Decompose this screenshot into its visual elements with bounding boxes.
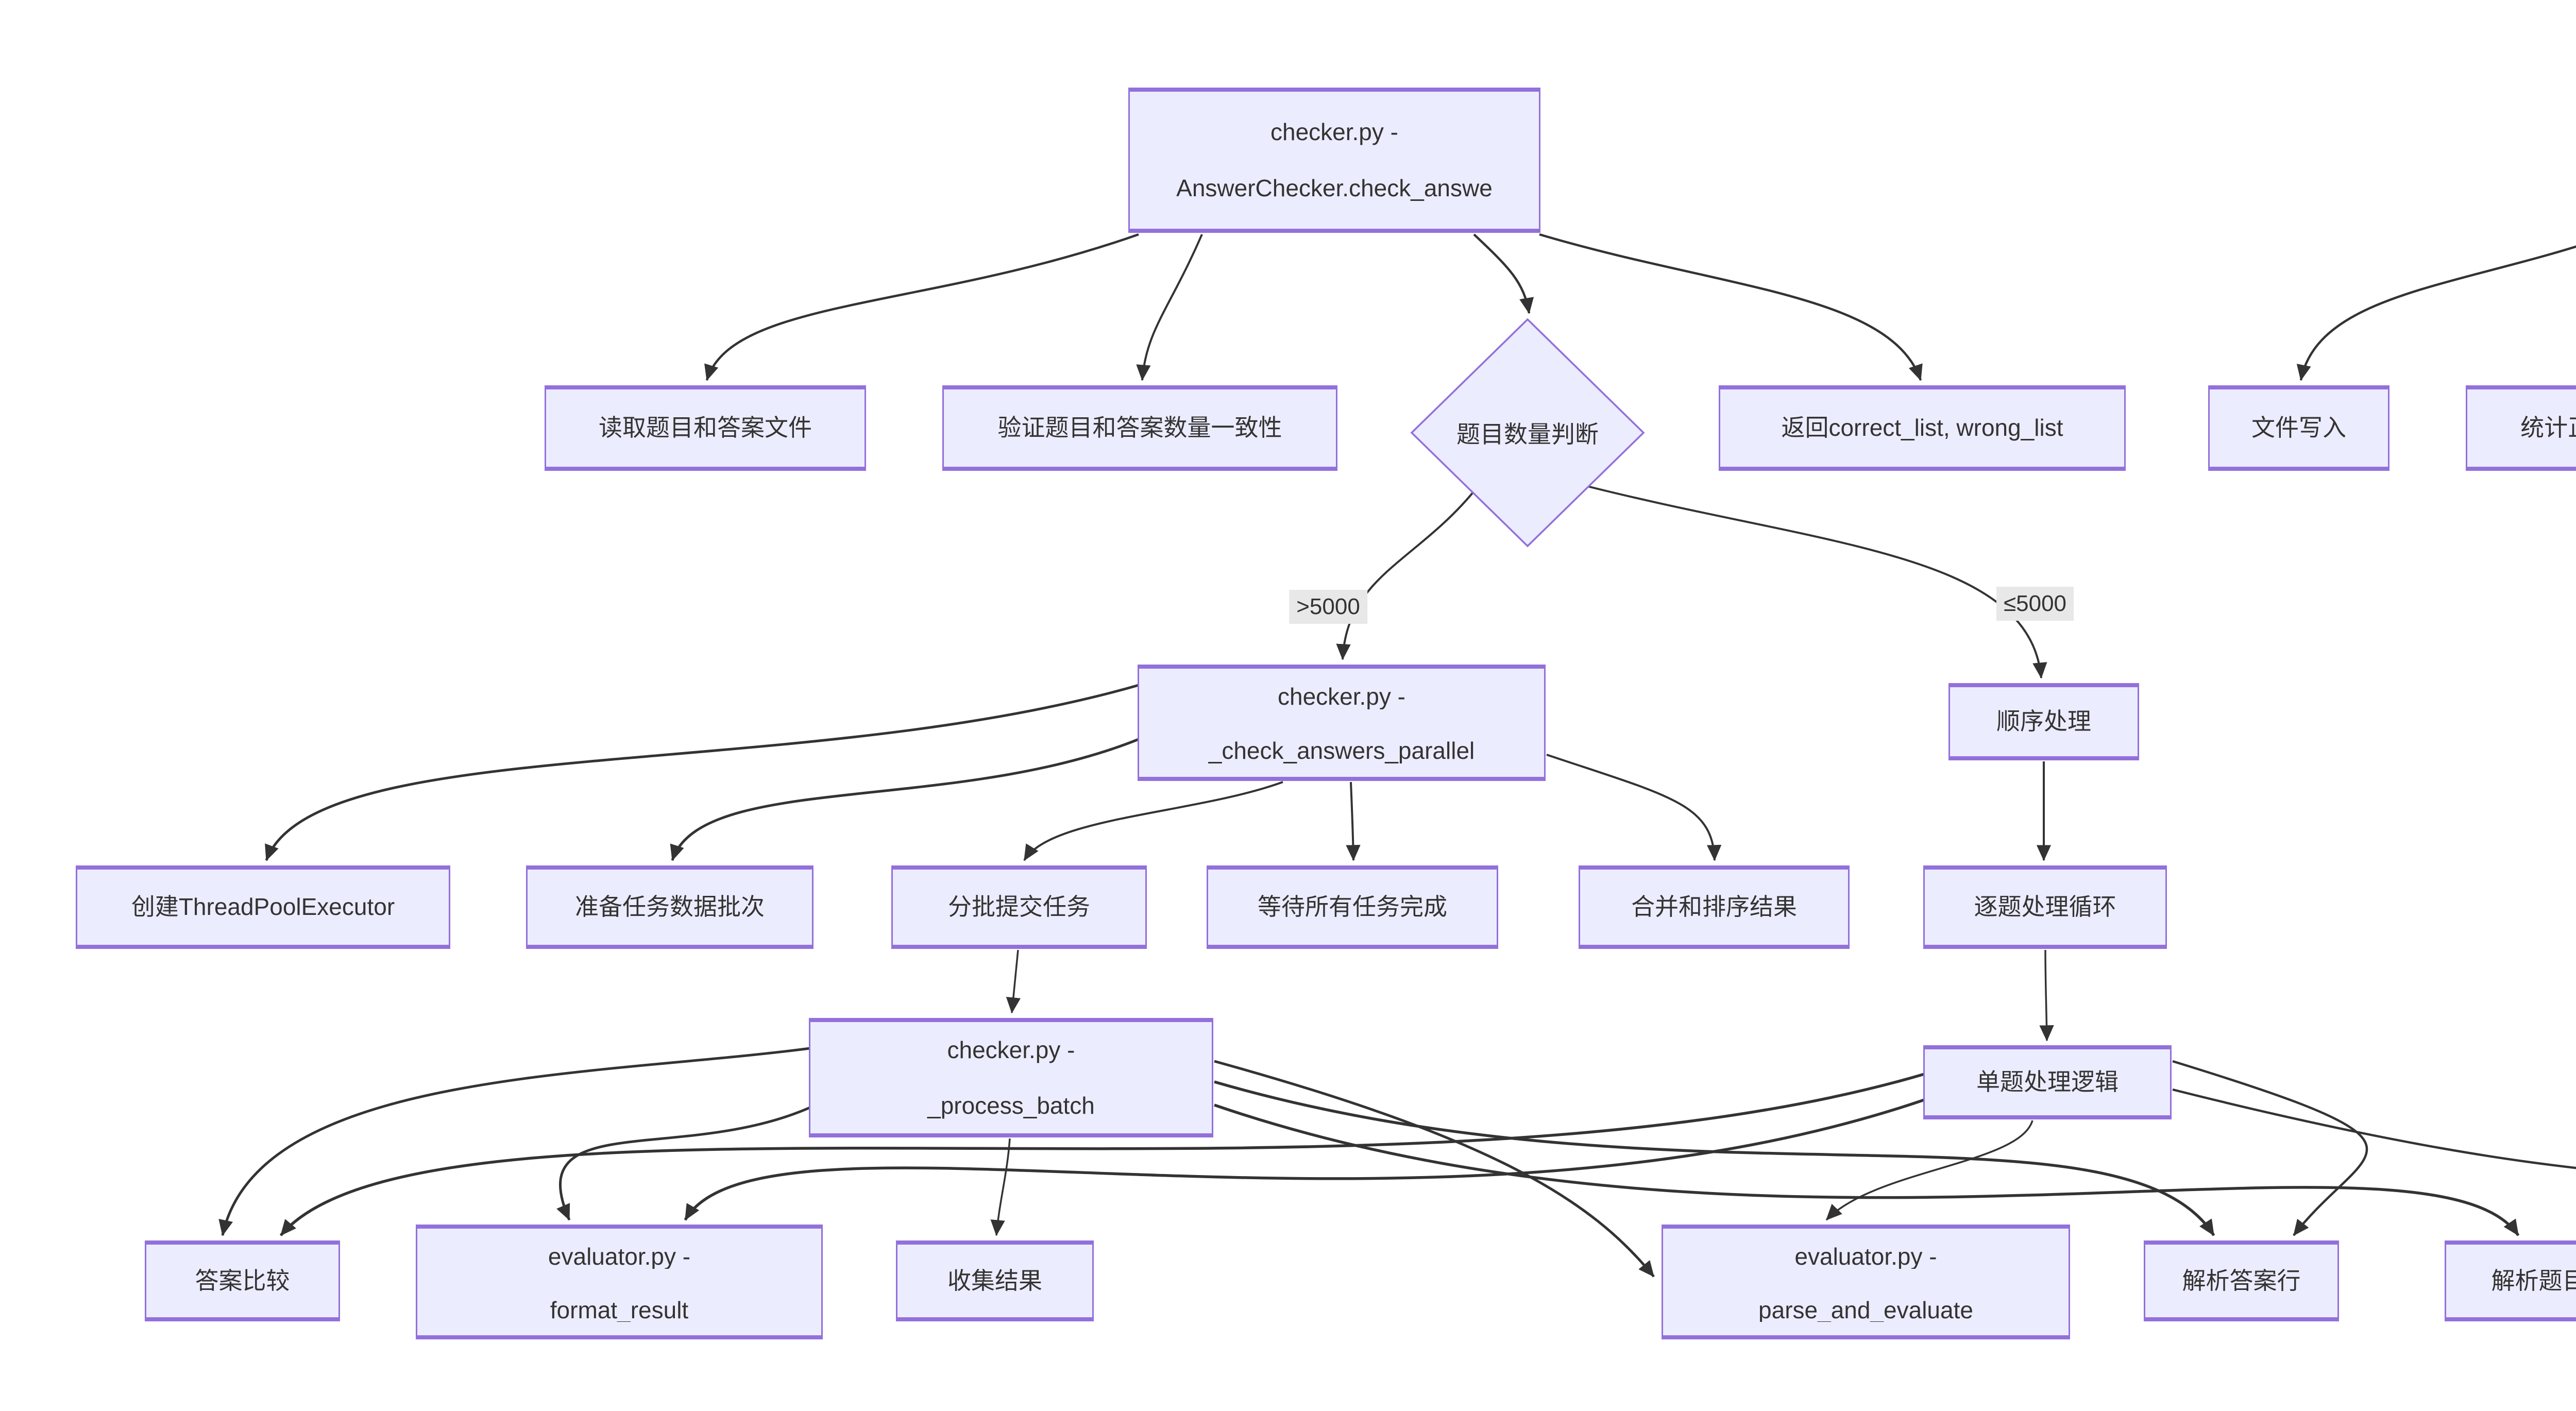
node-process_batch-line-2: _process_batch bbox=[927, 1092, 1095, 1119]
node-count_stats-line-1: 统计正确/错误数量 bbox=[2520, 414, 2576, 441]
edge-single_question-to-parse_answer_line bbox=[2172, 1060, 2368, 1236]
node-file_write-line-1: 文件写入 bbox=[2251, 414, 2346, 441]
node-check_answers-line-1: checker.py - bbox=[1270, 118, 1398, 145]
node-prep_batches: 准备任务数据批次 bbox=[526, 865, 814, 949]
edge-process_batch-to-parse_and_evaluate bbox=[1214, 1060, 1655, 1278]
node-parse_answer_line-line-1: 解析答案行 bbox=[2182, 1267, 2301, 1294]
edge-single_question-to-answer_compare bbox=[279, 1073, 1925, 1236]
node-create_pool: 创建ThreadPoolExecutor bbox=[76, 865, 450, 949]
edge-single_question-to-parse_and_evaluate bbox=[1825, 1120, 2033, 1221]
edge-check_answers-to-return_lists bbox=[1539, 233, 1923, 381]
node-read_files-line-1: 读取题目和答案文件 bbox=[599, 414, 812, 441]
node-verify_counts: 验证题目和答案数量一致性 bbox=[942, 385, 1337, 471]
node-parse_and_evaluate-line-1: evaluator.py - bbox=[1794, 1243, 1937, 1269]
node-collect_results: 收集结果 bbox=[896, 1240, 1094, 1321]
edge-check_parallel-to-merge_sort bbox=[1546, 754, 1722, 861]
node-parse_answer_line: 解析答案行 bbox=[2144, 1240, 2339, 1321]
node-check_parallel-line-1: checker.py - bbox=[1278, 683, 1405, 709]
edge-check_parallel-to-wait_tasks bbox=[1346, 781, 1361, 861]
node-wait_tasks: 等待所有任务完成 bbox=[1207, 865, 1498, 949]
node-submit_batches-line-1: 分批提交任务 bbox=[948, 893, 1090, 921]
node-wait_tasks-line-1: 等待所有任务完成 bbox=[1258, 893, 1447, 921]
node-parse_question_line: 解析题目行 bbox=[2445, 1240, 2576, 1321]
node-prep_batches-line-1: 准备任务数据批次 bbox=[575, 893, 765, 921]
edge-single_question-to-parse_question_line bbox=[2172, 1088, 2576, 1169]
edge-count_decision-to-check_parallel bbox=[1336, 479, 1484, 660]
edge-check_parallel-to-prep_batches bbox=[670, 738, 1139, 861]
edge-process_batch-to-answer_compare bbox=[218, 1047, 810, 1236]
edge-per_question_loop-to-single_question bbox=[2039, 949, 2054, 1042]
node-count_decision-shape bbox=[1410, 318, 1645, 548]
node-answer_compare-line-1: 答案比较 bbox=[195, 1267, 290, 1294]
node-verify_counts-line-1: 验证题目和答案数量一致性 bbox=[997, 414, 1282, 441]
edge-label-count_decision-to-sequential: ≤5000 bbox=[1996, 587, 2074, 621]
node-parse_and_evaluate-line-2: parse_and_evaluate bbox=[1758, 1296, 1973, 1322]
node-process_batch-line-1: checker.py - bbox=[947, 1036, 1075, 1063]
node-parse_and_evaluate: evaluator.py - parse_and_evaluate bbox=[1662, 1225, 2070, 1339]
node-count_decision-label: 题目数量判断 bbox=[1456, 421, 1599, 448]
node-format_result: evaluator.py - format_result bbox=[416, 1225, 823, 1339]
node-return_lists-line-1: 返回correct_list, wrong_list bbox=[1781, 414, 2063, 441]
node-count_stats: 统计正确/错误数量 bbox=[2466, 385, 2576, 471]
edge-count_decision-to-sequential bbox=[1575, 482, 2047, 679]
node-check_parallel: checker.py - _check_answers_parallel bbox=[1138, 665, 1546, 781]
node-file_write: 文件写入 bbox=[2208, 385, 2389, 471]
node-sequential-line-1: 顺序处理 bbox=[1996, 708, 2091, 735]
node-process_batch: checker.py - _process_batch bbox=[809, 1018, 1213, 1137]
edge-submit_batches-to-process_batch bbox=[1006, 949, 1021, 1014]
node-merge_sort: 合并和排序结果 bbox=[1579, 865, 1850, 949]
node-format_result-line-1: evaluator.py - bbox=[548, 1243, 691, 1269]
node-check_answers-line-2: AnswerChecker.check_answe bbox=[1176, 175, 1493, 201]
node-create_pool-line-1: 创建ThreadPoolExecutor bbox=[131, 893, 395, 921]
edge-check_parallel-to-submit_batches bbox=[1023, 781, 1283, 861]
edge-check_answers-to-verify_counts bbox=[1136, 234, 1203, 381]
edge-check_answers-to-count_decision bbox=[1473, 233, 1534, 314]
node-single_question: 单题处理逻辑 bbox=[1923, 1045, 2172, 1119]
node-format_result-line-2: format_result bbox=[550, 1296, 689, 1322]
node-per_question_loop: 逐题处理循环 bbox=[1923, 865, 2167, 949]
edge-process_batch-to-parse_question_line bbox=[1214, 1103, 2520, 1236]
node-single_question-line-1: 单题处理逻辑 bbox=[1976, 1068, 2119, 1096]
edge-single_question-to-format_result bbox=[684, 1098, 1925, 1221]
edge-process_batch-to-collect_results bbox=[990, 1138, 1011, 1236]
node-answer_compare: 答案比较 bbox=[145, 1240, 340, 1321]
node-read_files: 读取题目和答案文件 bbox=[545, 385, 866, 471]
node-sequential: 顺序处理 bbox=[1948, 683, 2139, 760]
edge-check_parallel-to-create_pool bbox=[265, 684, 1139, 861]
edge-label-count_decision-to-check_parallel: >5000 bbox=[1289, 590, 1367, 624]
node-check_parallel-line-2: _check_answers_parallel bbox=[1208, 737, 1475, 763]
node-return_lists: 返回correct_list, wrong_list bbox=[1719, 385, 2126, 471]
node-per_question_loop-line-1: 逐题处理循环 bbox=[1974, 893, 2116, 921]
node-parse_question_line-line-1: 解析题目行 bbox=[2491, 1267, 2576, 1294]
node-check_answers: checker.py - AnswerChecker.check_answe bbox=[1128, 88, 1540, 233]
node-submit_batches: 分批提交任务 bbox=[891, 865, 1147, 949]
node-collect_results-line-1: 收集结果 bbox=[947, 1267, 1042, 1294]
edge-check_answers-to-read_files bbox=[704, 233, 1139, 381]
node-merge_sort-line-1: 合并和排序结果 bbox=[1631, 893, 1797, 921]
edge-process_batch-to-parse_answer_line bbox=[1214, 1080, 2215, 1236]
edge-process_batch-to-format_result bbox=[556, 1106, 810, 1221]
edge-write_grade-to-file_write bbox=[2296, 245, 2576, 381]
